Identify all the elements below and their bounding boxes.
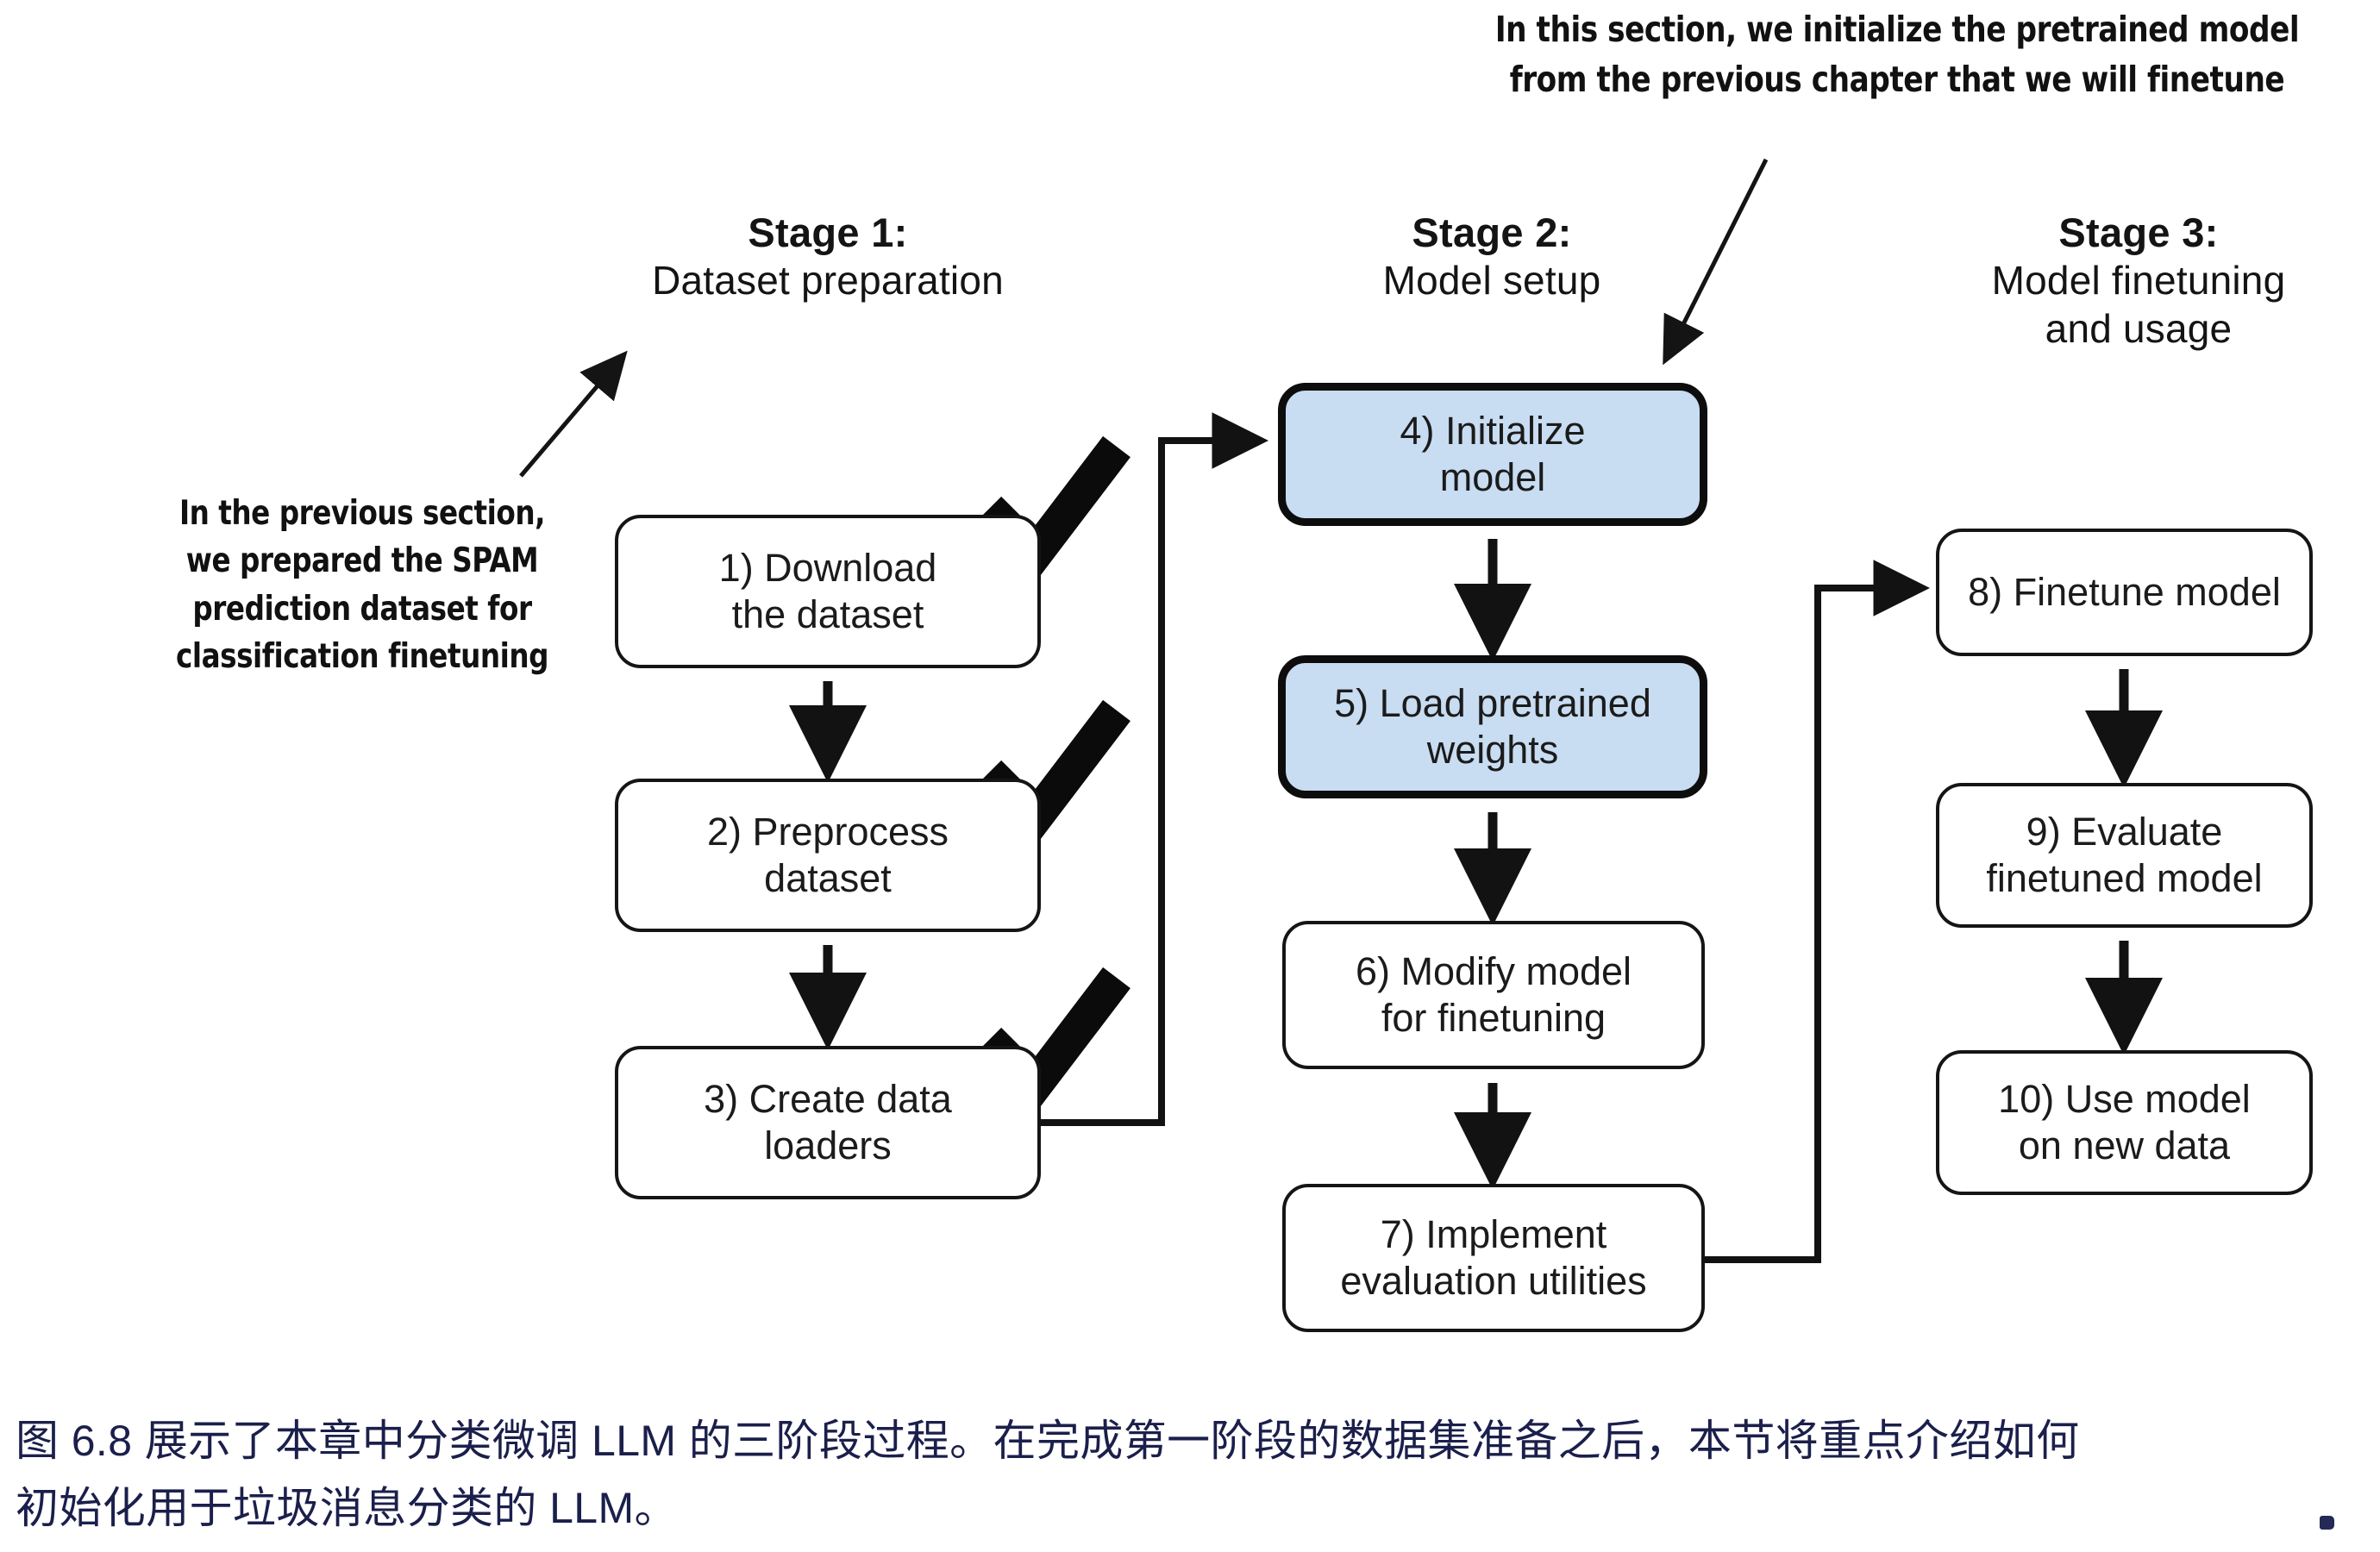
stage-1-title: Stage 1: [748,210,908,255]
flow-node-3-line1: 3) Create data [704,1077,952,1121]
flow-node-3-line2: loaders [764,1123,892,1167]
flow-node-evaluate-finetuned-model[interactable]: 9) Evaluate finetuned model [1936,783,2313,928]
stage-3-heading: Stage 3: Model finetuning and usage [1880,209,2380,353]
annotation-left-line4: classification finetuning [175,637,549,677]
annotation-left-line2: we prepared the SPAM [185,541,539,581]
figure-caption: 图 6.8 展示了本章中分类微调 LLM 的三阶段过程。在完成第一阶段的数据集准… [16,1407,2361,1542]
flow-node-6-line1: 6) Modify model [1355,949,1632,993]
flow-node-1-line1: 1) Download [718,546,937,590]
flow-node-8-line1: 8) Finetune model [1968,570,2281,614]
flow-node-finetune-model[interactable]: 8) Finetune model [1936,529,2313,656]
flow-node-modify-model[interactable]: 6) Modify model for finetuning [1282,921,1705,1069]
stage-2-subtitle: Model setup [1382,258,1601,304]
flow-node-2-line2: dataset [764,856,892,900]
text-cursor-artifact [2320,1516,2334,1530]
figure-caption-line2: 初始化用于垃圾消息分类的 LLM。 [16,1484,678,1532]
flow-node-download-dataset[interactable]: 1) Download the dataset [615,515,1041,668]
stage-1-heading: Stage 1: Dataset preparation [569,209,1087,305]
flow-node-10-line1: 10) Use model [1998,1077,2251,1121]
flow-node-4-line2: model [1439,455,1546,499]
flow-node-7-line1: 7) Implement [1380,1212,1607,1256]
pointer-left-annotation [519,350,628,478]
flow-node-2-line1: 2) Preprocess [706,810,949,854]
stage-2-heading: Stage 2: Model setup [1233,209,1751,305]
flow-node-4-line1: 4) Initialize [1400,409,1586,453]
stage-3-subtitle-line2: and usage [2045,305,2233,351]
flow-node-5-line1: 5) Load pretrained [1334,681,1651,725]
annotation-left: In the previous section, we prepared the… [122,490,603,681]
flow-node-7-line2: evaluation utilities [1340,1259,1647,1303]
connector-stage2-to-stage3 [1705,560,1931,1263]
stage-2-title: Stage 2: [1412,210,1572,255]
annotation-top-right-line2: from the previous chapter that we will f… [1509,59,2285,101]
connector-stage1-to-stage2 [1041,412,1269,1126]
flow-node-5-line2: weights [1426,728,1559,772]
flow-node-use-model-on-new-data[interactable]: 10) Use model on new data [1936,1050,2313,1195]
annotation-top-right-line1: In this section, we initialize the pretr… [1494,9,2300,50]
flow-node-load-pretrained-weights[interactable]: 5) Load pretrained weights [1278,655,1707,798]
stage-3-subtitle-line1: Model finetuning [1991,258,2286,304]
flow-node-implement-evaluation-utilities[interactable]: 7) Implement evaluation utilities [1282,1184,1705,1332]
annotation-left-line3: prediction dataset for [192,589,532,629]
figure-caption-line1: 图 6.8 展示了本章中分类微调 LLM 的三阶段过程。在完成第一阶段的数据集准… [16,1417,2080,1465]
flow-node-1-line2: the dataset [731,592,924,636]
flow-node-9-line1: 9) Evaluate [2026,810,2223,854]
flow-node-preprocess-dataset[interactable]: 2) Preprocess dataset [615,779,1041,932]
stage-1-subtitle: Dataset preparation [652,258,1004,304]
flow-node-6-line2: for finetuning [1381,996,1606,1040]
flow-node-initialize-model[interactable]: 4) Initialize model [1278,383,1707,526]
annotation-top-right: In this section, we initialize the pretr… [1448,4,2346,104]
flow-node-9-line2: finetuned model [1986,856,2263,900]
stage-3-title: Stage 3: [2058,210,2219,255]
annotation-left-line1: In the previous section, [178,494,546,533]
flow-node-create-data-loaders[interactable]: 3) Create data loaders [615,1046,1041,1199]
flow-node-10-line2: on new data [2018,1123,2231,1167]
